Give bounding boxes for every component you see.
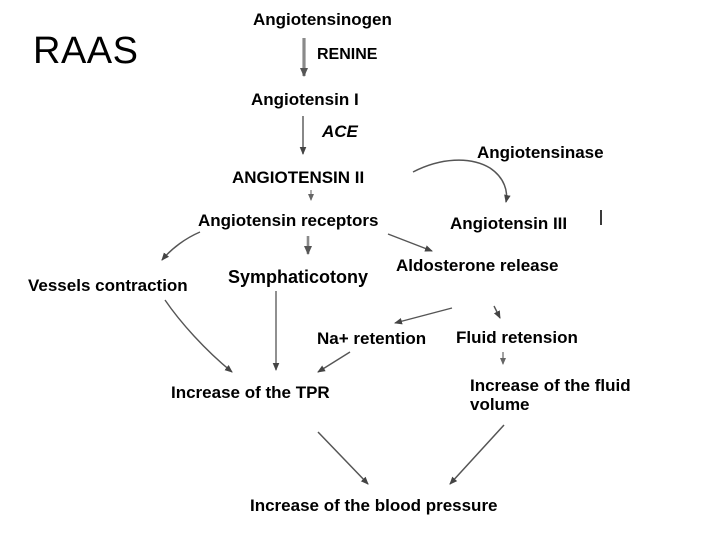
edge-angiotensin2-to-angiotensin3 [412,159,511,203]
node-renine-label: RENINE [317,46,378,63]
node-vessels-contraction: Vessels contraction [28,276,188,295]
node-fluid-retension: Fluid retension [456,328,578,347]
node-angiotensinase-label: Angiotensinase [477,143,604,162]
node-increase-tpr: Increase of the TPR [171,383,330,402]
edge-aldosterone-to-fluid-retension [493,305,501,319]
node-ace-label: ACE [322,122,358,141]
edge-na-retention-to-tpr [317,351,351,373]
node-angiotensin-iii: Angiotensin III [450,214,568,233]
edge-volume-to-blood-pressure [449,424,505,485]
edge-receptors-to-aldosterone [387,233,433,252]
node-angiotensin-i: Angiotensin I [251,90,359,109]
node-increase-blood-pressure: Increase of the blood pressure [250,496,498,515]
node-na-retention: Na+ retention [317,329,427,348]
edge-aldosterone-to-na-retention [394,307,453,325]
node-increase-fluid-volume: Increase of the fluid volume [470,376,631,415]
diagram-title: RAAS [33,30,139,72]
angiotensin-iii-tick-icon [600,210,602,225]
edge-tpr-to-blood-pressure [317,431,369,485]
node-angiotensin-receptors: Angiotensin receptors [198,211,379,230]
node-aldosterone-release: Aldosterone release [396,256,559,275]
node-angiotensinogen: Angiotensinogen [253,10,392,29]
edge-vessels-to-tpr [164,299,233,373]
node-symphaticotony: Symphaticotony [228,267,369,287]
edge-receptors-to-vessels [161,231,201,261]
node-angiotensin-ii: ANGIOTENSIN II [232,168,365,187]
